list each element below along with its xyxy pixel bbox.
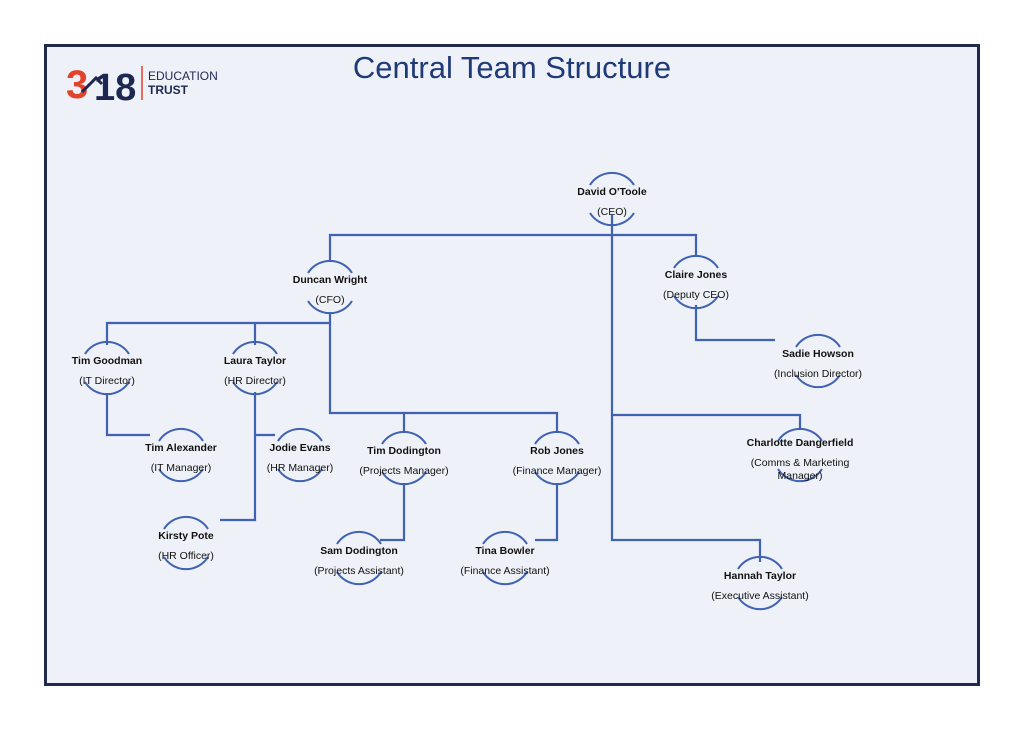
node-name: Claire Jones [665, 269, 728, 281]
connector-line [694, 305, 775, 342]
logo-line1: EDUCATION [148, 69, 218, 83]
org-node-laura-taylor[interactable]: Laura Taylor (HR Director) [224, 340, 286, 396]
org-node-tina-bowler[interactable]: Tina Bowler (Finance Assistant) [460, 530, 550, 586]
node-arc-bottom [673, 295, 719, 310]
node-arc-bottom [277, 468, 323, 483]
node-name: Rob Jones [530, 445, 584, 457]
node-name: Laura Taylor [224, 355, 286, 367]
node-arc-top [381, 430, 427, 445]
org-nodes: David O'Toole (CEO) Duncan Wright (CFO) Clai… [72, 171, 862, 611]
node-arc-bottom [381, 471, 427, 486]
node-role: (IT Director) [79, 375, 135, 387]
node-arc-bottom [163, 556, 209, 571]
node-arc-bottom [158, 468, 204, 483]
node-arc-top [158, 427, 204, 442]
node-name: Tina Bowler [475, 545, 534, 557]
connector-line [328, 323, 406, 433]
node-arc-bottom [795, 374, 841, 389]
node-role: (Deputy CEO) [663, 289, 729, 301]
node-arc-top [737, 555, 783, 570]
node-arc-top [534, 430, 580, 445]
node-arc-top [482, 530, 528, 545]
node-role: (HR Officer) [158, 550, 214, 562]
org-node-duncan-wright[interactable]: Duncan Wright (CFO) [293, 259, 368, 315]
node-arc-bottom [232, 381, 278, 396]
node-name: David O'Toole [577, 186, 647, 198]
connector-line [535, 483, 559, 542]
node-name: Sam Dodington [320, 545, 398, 557]
node-name: Tim Dodington [367, 445, 441, 457]
node-role: (Comms & Marketing [751, 457, 850, 469]
org-node-rob-jones[interactable]: Rob Jones (Finance Manager) [513, 430, 602, 486]
connector-line [380, 483, 406, 542]
org-node-tim-dodington[interactable]: Tim Dodington (Projects Manager) [359, 430, 449, 486]
node-arc-bottom [737, 596, 783, 611]
node-name: Sadie Howson [782, 348, 854, 360]
node-arc-top [589, 171, 635, 186]
connector-line [612, 233, 698, 257]
org-node-david-otoole[interactable]: David O'Toole (CEO) [577, 171, 647, 227]
org-node-sam-dodington[interactable]: Sam Dodington (Projects Assistant) [314, 530, 404, 586]
node-name: Tim Goodman [72, 355, 142, 367]
chart-frame [44, 44, 980, 686]
node-arc-top [673, 254, 719, 269]
org-node-sadie-howson[interactable]: Sadie Howson (Inclusion Director) [774, 333, 862, 389]
node-arc-bottom [482, 571, 528, 586]
node-role: (Inclusion Director) [774, 368, 862, 380]
connector-line [220, 392, 257, 522]
node-arc-bottom [84, 381, 130, 396]
connector-line [105, 312, 332, 345]
node-arc-top [777, 427, 823, 442]
node-role: (IT Manager) [151, 462, 212, 474]
node-arc-top [336, 530, 382, 545]
node-arc-top [277, 427, 323, 442]
org-connectors [105, 215, 802, 562]
svg-text:18: 18 [94, 67, 136, 106]
node-role: (HR Director) [224, 375, 286, 387]
org-node-charlotte-dangerfield[interactable]: Charlotte Dangerfield (Comms & MarketingM… [747, 427, 854, 483]
org-node-hannah-taylor[interactable]: Hannah Taylor (Executive Assistant) [711, 555, 809, 611]
node-name: Charlotte Dangerfield [747, 437, 854, 449]
org-node-tim-alexander[interactable]: Tim Alexander (IT Manager) [145, 427, 217, 483]
node-role: (Projects Manager) [359, 465, 448, 477]
node-role: (CEO) [597, 206, 627, 218]
node-name: Jodie Evans [269, 442, 330, 454]
node-role: (Finance Manager) [513, 465, 602, 477]
org-node-kirsty-pote[interactable]: Kirsty Pote (HR Officer) [158, 515, 214, 571]
node-arc-bottom [777, 468, 823, 483]
connector-line [610, 415, 762, 562]
node-arc-bottom [589, 212, 635, 227]
node-arc-bottom [534, 471, 580, 486]
node-role: (Finance Assistant) [460, 565, 549, 577]
org-node-tim-goodman[interactable]: Tim Goodman (IT Director) [72, 340, 142, 396]
node-role: (Executive Assistant) [711, 590, 808, 602]
node-role: (CFO) [315, 294, 344, 306]
node-name: Hannah Taylor [724, 570, 796, 582]
node-role: (Projects Assistant) [314, 565, 404, 577]
connector-line [105, 393, 150, 437]
node-name: Tim Alexander [145, 442, 217, 454]
node-arc-bottom [336, 571, 382, 586]
node-name: Duncan Wright [293, 274, 368, 286]
node-name: Kirsty Pote [158, 530, 214, 542]
logo-line2: TRUST [148, 83, 189, 97]
connector-line [328, 215, 614, 262]
svg-text:3: 3 [66, 63, 88, 106]
trust-logo: 3 18 EDUCATION TRUST [66, 58, 256, 109]
node-role: (HR Manager) [267, 462, 334, 474]
node-role: Manager) [778, 470, 823, 482]
org-node-claire-jones[interactable]: Claire Jones (Deputy CEO) [663, 254, 729, 310]
page-title: Central Team Structure [352, 50, 672, 85]
node-arc-top [307, 259, 353, 274]
node-arc-top [163, 515, 209, 530]
connector-line [404, 411, 559, 433]
node-arc-bottom [307, 300, 353, 315]
node-arc-top [84, 340, 130, 355]
node-arc-top [232, 340, 278, 355]
org-node-jodie-evans[interactable]: Jodie Evans (HR Manager) [267, 427, 334, 483]
node-arc-top [795, 333, 841, 348]
connector-line [610, 235, 802, 430]
